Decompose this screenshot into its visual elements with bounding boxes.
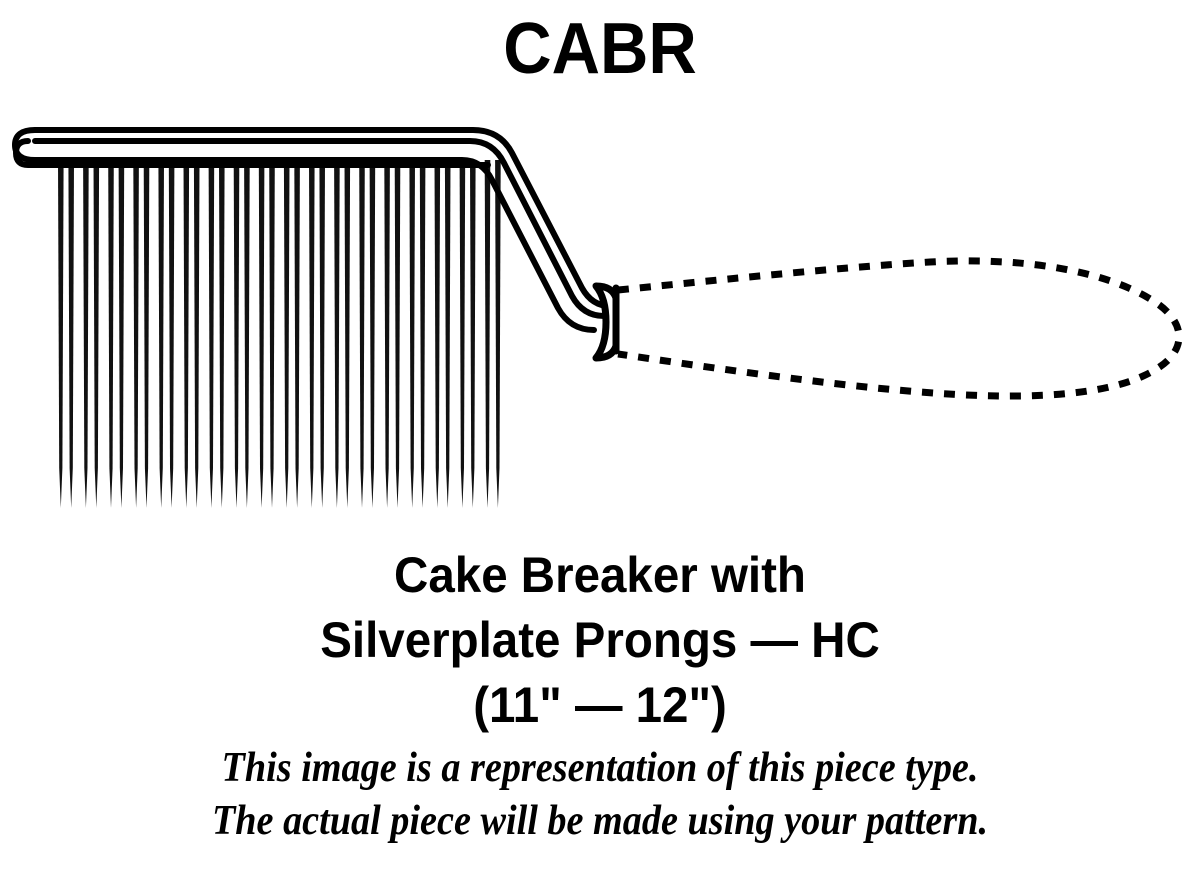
description-line-1: Cake Breaker with xyxy=(394,547,806,603)
prong-group xyxy=(58,160,501,508)
product-description: Cake Breaker with Silverplate Prongs — H… xyxy=(0,543,1200,738)
disclaimer-line-2: The actual piece will be made using your… xyxy=(211,798,989,844)
cake-breaker-illustration xyxy=(0,108,1200,538)
crossbar-outline xyxy=(12,127,613,333)
representation-disclaimer: This image is a representation of this p… xyxy=(0,742,1200,848)
description-line-3: (11" — 12") xyxy=(473,677,727,733)
cake-breaker-svg xyxy=(12,127,1183,508)
handle-dashed-outline xyxy=(617,257,1183,400)
sku-code-title: CABR xyxy=(503,9,697,89)
disclaimer-line-1: This image is a representation of this p… xyxy=(221,745,979,791)
description-line-2: Silverplate Prongs — HC xyxy=(320,612,880,668)
